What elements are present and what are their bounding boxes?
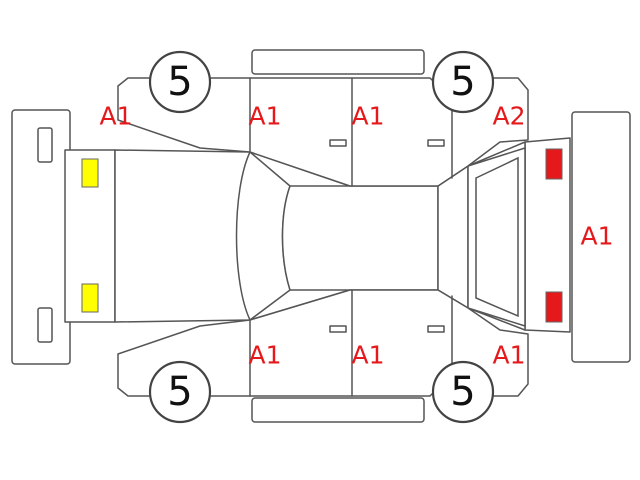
wheel-rear-right-value: 5 xyxy=(450,369,475,415)
code-rear-left-quarter: A2 xyxy=(492,102,525,131)
front-bumper-slot-top xyxy=(37,127,53,163)
wheel-rear-left-value: 5 xyxy=(450,59,475,105)
front-marker-bottom xyxy=(81,283,99,313)
front-bumper-slot-bottom xyxy=(37,307,53,343)
trunk-lid xyxy=(467,147,526,327)
left-roof-rail xyxy=(251,49,425,75)
left-rear-handle xyxy=(427,139,445,147)
front-panel xyxy=(64,149,116,323)
car-top-view xyxy=(114,141,526,331)
code-front-left-fender: A1 xyxy=(99,102,132,131)
rear-bumper xyxy=(571,111,631,363)
front-bumper xyxy=(11,109,71,365)
code-rear-right-quarter: A1 xyxy=(492,341,525,370)
roof xyxy=(281,185,439,291)
wheel-rear-right[interactable]: 5 xyxy=(431,360,495,424)
code-front-right-door: A1 xyxy=(248,341,281,370)
rear-marker-bottom xyxy=(545,291,563,323)
left-front-handle xyxy=(329,139,347,147)
code-rear-right-door: A1 xyxy=(351,341,384,370)
right-roof-rail xyxy=(251,397,425,423)
code-front-left-door: A1 xyxy=(248,102,281,131)
wheel-front-right[interactable]: 5 xyxy=(148,360,212,424)
rear-window xyxy=(437,165,469,309)
wheel-front-left-value: 5 xyxy=(167,59,192,105)
wheel-front-left[interactable]: 5 xyxy=(148,50,212,114)
right-front-handle xyxy=(329,325,347,333)
wheel-front-right-value: 5 xyxy=(167,369,192,415)
rear-panel xyxy=(524,137,571,333)
wheel-rear-left[interactable]: 5 xyxy=(431,50,495,114)
rear-marker-top xyxy=(545,148,563,180)
right-rear-handle xyxy=(427,325,445,333)
code-rear-left-door: A1 xyxy=(351,102,384,131)
code-rear-bumper: A1 xyxy=(580,222,613,251)
front-marker-top xyxy=(81,158,99,188)
